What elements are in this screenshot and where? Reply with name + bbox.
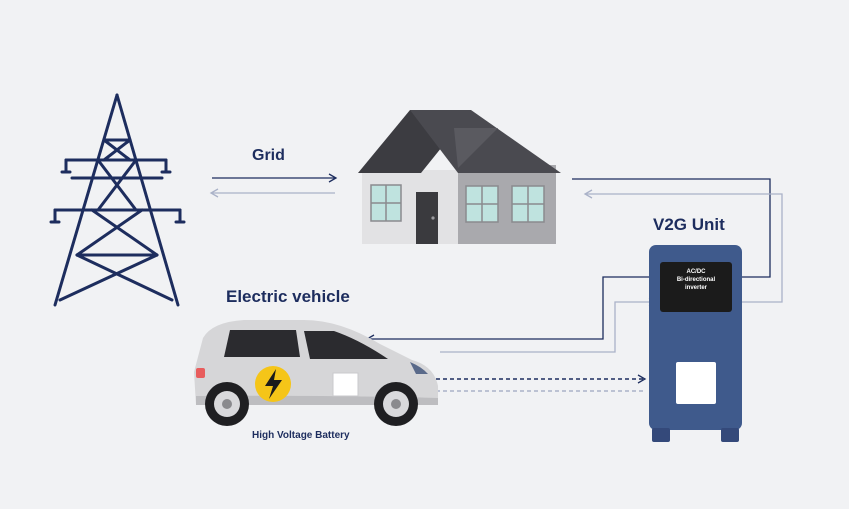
inverter-label-line2: Bi-directional	[676, 277, 716, 283]
battery-label: High Voltage Battery	[252, 430, 350, 441]
house-v2g-lines	[572, 178, 783, 303]
v2g-unit-icon	[649, 245, 742, 442]
inverter-label: AC/DC Bi-directional inverter	[662, 268, 730, 292]
grid-label: Grid	[252, 147, 285, 164]
transmission-tower-icon	[49, 93, 186, 307]
v2g-unit-label: V2G Unit	[653, 215, 725, 234]
electric-car-icon	[194, 320, 438, 426]
v2g-vehicle-lines	[365, 276, 662, 353]
lightning-bolt-icon	[255, 366, 291, 402]
grid-to-house-arrow	[212, 173, 338, 183]
electric-vehicle-label: Electric vehicle	[226, 287, 350, 306]
inverter-label-line1: AC/DC	[686, 269, 706, 275]
house-to-grid-arrow	[209, 188, 335, 198]
house-icon	[358, 110, 561, 244]
dc-arrow-to-unit	[637, 374, 647, 384]
inverter-label-line3: inverter	[684, 285, 707, 291]
